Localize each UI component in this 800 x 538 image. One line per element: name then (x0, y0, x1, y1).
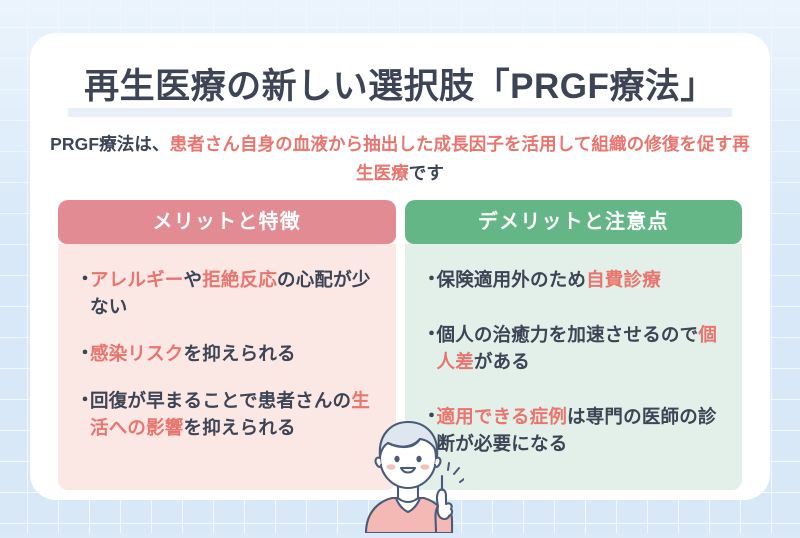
list-item: ・ 適用できる症例は専門の医師の診断が必要になる (423, 403, 727, 457)
title-divider (68, 108, 732, 117)
bullet-text: 個人の治癒力を加速させるので個人差がある (436, 324, 718, 372)
bullet-text: アレルギーや拒絶反応の心配が少ない (90, 269, 371, 317)
bullet-marker: ・ (422, 324, 441, 344)
panel-demerit: デメリットと注意点 ・ 保険適用外のため自費診療 ・ 個人の治癒力を加速させるの… (404, 200, 742, 490)
list-item: ・ 保険適用外のため自費診療 (423, 266, 727, 293)
list-item: ・ 個人の治癒力を加速させるので個人差がある (423, 321, 727, 375)
bullet-text: 回復が早まることで患者さんの生活への影響を抑えられる (90, 390, 370, 438)
panel-merit-heading: メリットと特徴 (58, 200, 396, 244)
list-item: ・ 感染リスクを抑えられる (76, 340, 380, 367)
bullet-marker: ・ (422, 269, 441, 289)
subtitle-tail: です (408, 163, 444, 183)
panel-demerit-heading: デメリットと注意点 (404, 200, 742, 244)
bullet-marker: ・ (76, 269, 95, 289)
panel-merit: メリットと特徴 ・ アレルギーや拒絶反応の心配が少ない ・ 感染リスクを抑えられ… (58, 200, 396, 490)
subtitle-highlight: 患者さん自身の血液から抽出した成長因子を活用して組織の修復を促す再生医療 (169, 134, 750, 183)
list-item: ・ アレルギーや拒絶反応の心配が少ない (76, 266, 380, 320)
bullet-marker: ・ (422, 406, 441, 426)
panel-merit-body: ・ アレルギーや拒絶反応の心配が少ない ・ 感染リスクを抑えられる ・ 回復が早… (58, 244, 396, 490)
bullet-text: 感染リスクを抑えられる (90, 343, 296, 364)
woman-pointing-up-illustration (352, 408, 465, 535)
subtitle: PRGF療法は、患者さん自身の血液から抽出した成長因子を活用して組織の修復を促す… (46, 130, 754, 188)
bullet-marker: ・ (76, 390, 95, 410)
bullet-text: 保険適用外のため自費診療 (436, 269, 661, 290)
bullet-text: 適用できる症例は専門の医師の診断が必要になる (436, 406, 717, 454)
list-item: ・ 回復が早まることで患者さんの生活への影響を抑えられる (76, 387, 380, 441)
infographic-card: 再生医療の新しい選択肢「PRGF療法」 PRGF療法は、患者さん自身の血液から抽… (30, 33, 770, 500)
bullet-marker: ・ (76, 343, 95, 363)
page-title: 再生医療の新しい選択肢「PRGF療法」 (84, 67, 716, 106)
panel-demerit-body: ・ 保険適用外のため自費診療 ・ 個人の治癒力を加速させるので個人差がある ・ … (404, 244, 742, 490)
subtitle-lead: PRGF療法は、 (50, 134, 170, 154)
comparison-columns: メリットと特徴 ・ アレルギーや拒絶反応の心配が少ない ・ 感染リスクを抑えられ… (58, 200, 742, 490)
